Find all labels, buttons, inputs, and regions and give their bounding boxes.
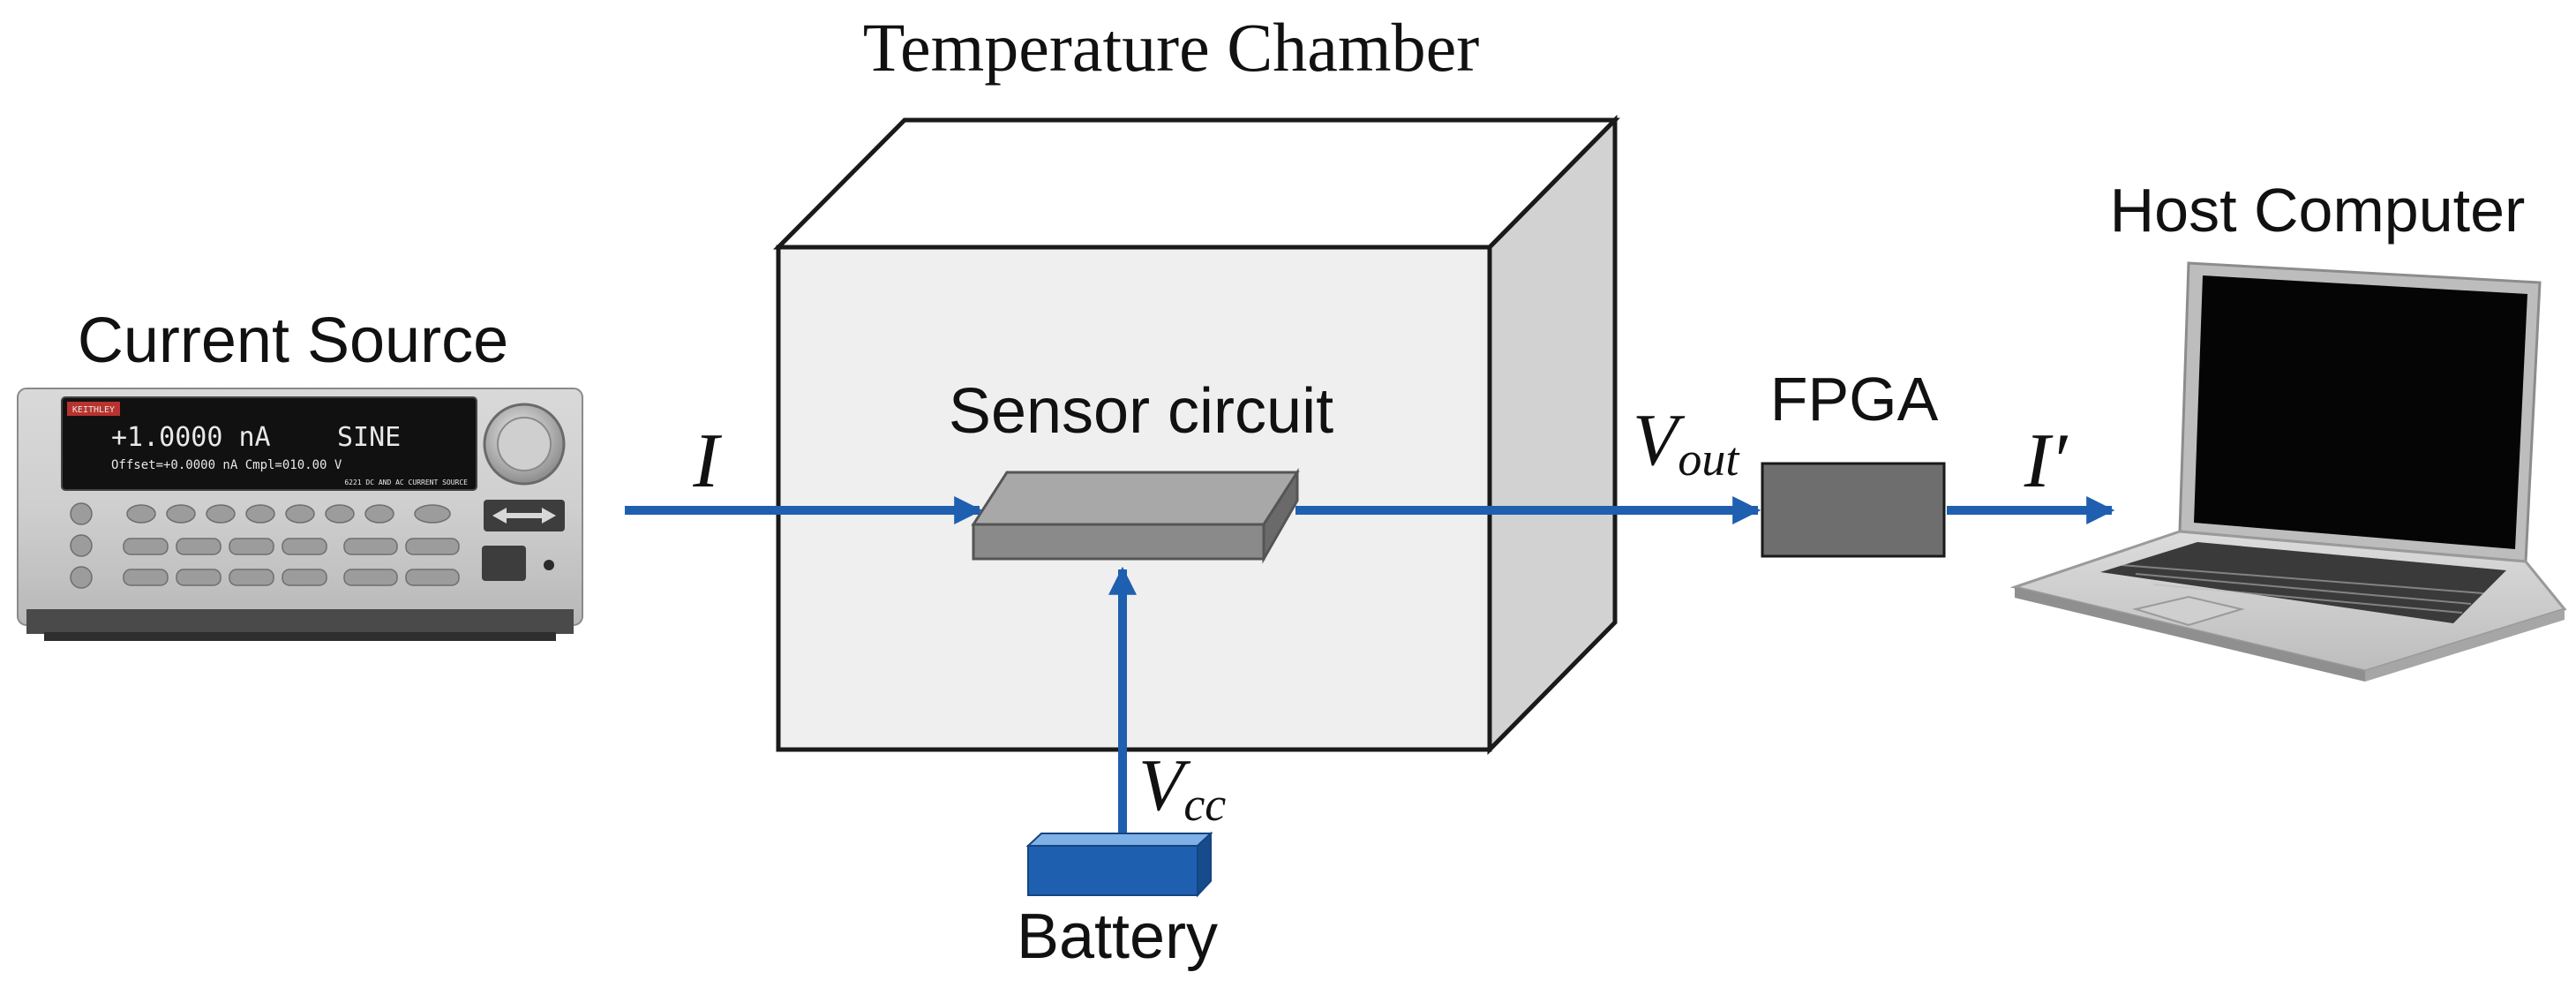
label-voltage-out: Vout — [1633, 399, 1740, 486]
host-computer-label: Host Computer — [2110, 176, 2526, 245]
current-source-instrument-icon: KEITHLEY +1.0000 nA SINE Offset=+0.0000 … — [17, 388, 583, 641]
fpga-block — [1761, 462, 1946, 558]
laptop-icon — [2009, 261, 2567, 682]
chamber-top-face — [772, 117, 1620, 250]
label-supply-symbol: V — [1138, 744, 1191, 826]
label-supply-subscript: cc — [1183, 778, 1226, 831]
sensor-circuit-label: Sensor circuit — [949, 376, 1333, 447]
label-current-out: I′ — [2024, 418, 2069, 504]
instrument-display-mode: SINE — [337, 422, 401, 453]
temperature-chamber-title: Temperature Chamber — [863, 9, 1479, 86]
temperature-chamber — [772, 114, 1620, 756]
instrument-display-value: +1.0000 nA — [111, 422, 271, 453]
label-supply: Vcc — [1138, 744, 1226, 831]
instrument-display-status: Offset=+0.0000 nA Cmpl=010.00 V — [111, 458, 342, 472]
battery-icon — [1025, 831, 1213, 898]
current-source-label: Current Source — [78, 305, 508, 376]
instrument-brand: KEITHLEY — [72, 405, 115, 415]
label-current-in: I — [692, 418, 722, 504]
sensor-circuit-board — [971, 467, 1300, 564]
instrument-model-text: 6221 DC AND AC CURRENT SOURCE — [344, 479, 468, 486]
label-voltage-out-subscript: out — [1678, 433, 1740, 486]
label-voltage-out-symbol: V — [1633, 399, 1686, 481]
fpga-label: FPGA — [1770, 365, 1939, 433]
battery-label: Battery — [1017, 901, 1218, 972]
